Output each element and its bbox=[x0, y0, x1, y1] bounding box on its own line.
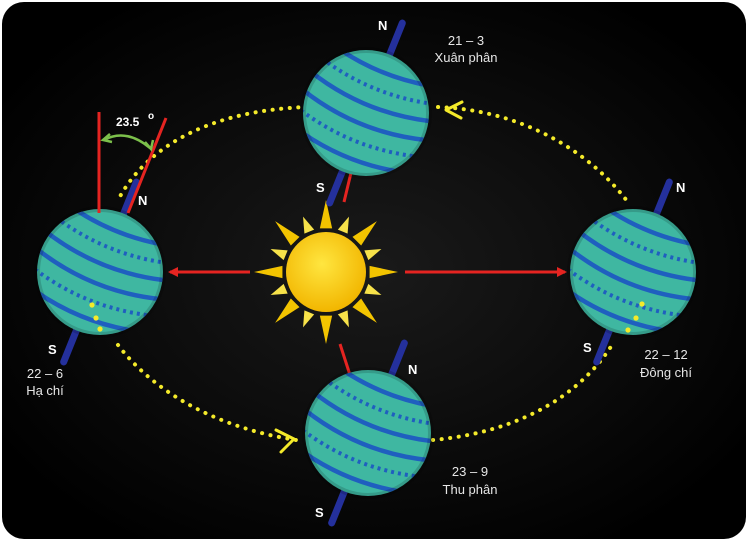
sun-ray bbox=[303, 216, 315, 234]
tilt-arc-head-right-icon bbox=[144, 139, 155, 152]
latitude-line bbox=[317, 372, 431, 428]
earth-globe bbox=[303, 50, 429, 176]
spring-name: Xuân phân bbox=[435, 50, 498, 65]
orbit-dot bbox=[633, 315, 639, 321]
sun-ray bbox=[275, 221, 300, 246]
spring-date: 21 – 3 bbox=[448, 33, 484, 48]
latitude-line bbox=[308, 69, 429, 125]
latitude-line bbox=[55, 209, 163, 250]
summer-south-label: S bbox=[48, 342, 57, 357]
orbit-arrow-left-icon bbox=[444, 100, 464, 120]
tilt-angle-value: 23.5 bbox=[116, 115, 140, 129]
orbit-dot bbox=[89, 302, 95, 308]
axial-tilt-indicator: 23.5 o bbox=[97, 111, 168, 214]
sun-ray bbox=[303, 310, 315, 328]
sun-ray bbox=[337, 310, 349, 328]
orbit-arrow-bottom-icon bbox=[274, 428, 296, 454]
latitude-line bbox=[582, 211, 696, 267]
winter-name: Đông chí bbox=[640, 365, 692, 380]
autumn-south-label: S bbox=[315, 505, 324, 520]
orbit-dot bbox=[625, 327, 631, 333]
sun-ray bbox=[364, 249, 382, 261]
autumn-north-label: N bbox=[408, 362, 417, 377]
latitude-line bbox=[310, 389, 431, 445]
orbit-dot bbox=[639, 301, 645, 307]
tilt-arc-head-left-icon bbox=[100, 133, 113, 144]
earth-winter-icon bbox=[567, 178, 699, 366]
latitude-line bbox=[588, 209, 696, 250]
autumn-date: 23 – 9 bbox=[452, 464, 488, 479]
summer-date: 22 – 6 bbox=[27, 366, 63, 381]
latitude-line bbox=[575, 228, 696, 284]
sun-ray bbox=[270, 283, 288, 295]
latitude-line bbox=[42, 228, 163, 284]
spring-north-label: N bbox=[378, 18, 387, 33]
summer-name: Hạ chí bbox=[26, 383, 64, 398]
sun-ray bbox=[319, 315, 333, 344]
sun-ray bbox=[337, 216, 349, 234]
latitude-line bbox=[315, 52, 429, 108]
orbit-dot bbox=[93, 315, 99, 321]
latitude-line bbox=[37, 263, 156, 319]
sun-ray bbox=[319, 200, 333, 229]
autumn-name: Thu phân bbox=[443, 482, 498, 497]
sun-ray bbox=[352, 221, 377, 246]
sun-ray bbox=[369, 265, 398, 279]
summer-north-label: N bbox=[138, 193, 147, 208]
sunlight-arrow-bottom bbox=[338, 343, 352, 376]
sun-ray bbox=[275, 298, 300, 323]
latitude-line bbox=[323, 370, 431, 411]
latitude-line bbox=[321, 50, 429, 91]
earth-spring-icon bbox=[300, 19, 432, 207]
latitude-line bbox=[37, 246, 163, 302]
latitude-line bbox=[303, 104, 422, 160]
winter-north-label: N bbox=[676, 180, 685, 195]
sun-ray bbox=[352, 298, 377, 323]
earth-globe bbox=[37, 209, 163, 335]
tilt-angle-degree: o bbox=[148, 111, 154, 122]
latitude-line bbox=[305, 407, 431, 463]
latitude-line bbox=[570, 263, 689, 319]
sun-icon bbox=[254, 200, 398, 344]
winter-date: 22 – 12 bbox=[644, 347, 687, 362]
earth-globe bbox=[305, 370, 431, 496]
orbit-dot bbox=[97, 326, 103, 332]
spring-south-label: S bbox=[316, 180, 325, 195]
sun-ray bbox=[270, 249, 288, 261]
sun-ray bbox=[364, 283, 382, 295]
latitude-line bbox=[305, 424, 424, 480]
sun-ray bbox=[254, 265, 283, 279]
latitude-line bbox=[570, 246, 696, 302]
winter-south-label: S bbox=[583, 340, 592, 355]
earth-summer-icon bbox=[34, 178, 166, 366]
tilted-axis-line bbox=[126, 117, 168, 214]
latitude-line bbox=[49, 211, 163, 267]
earth-autumn-icon bbox=[302, 339, 434, 527]
latitude-line bbox=[303, 87, 429, 143]
earth-globe bbox=[570, 209, 696, 335]
